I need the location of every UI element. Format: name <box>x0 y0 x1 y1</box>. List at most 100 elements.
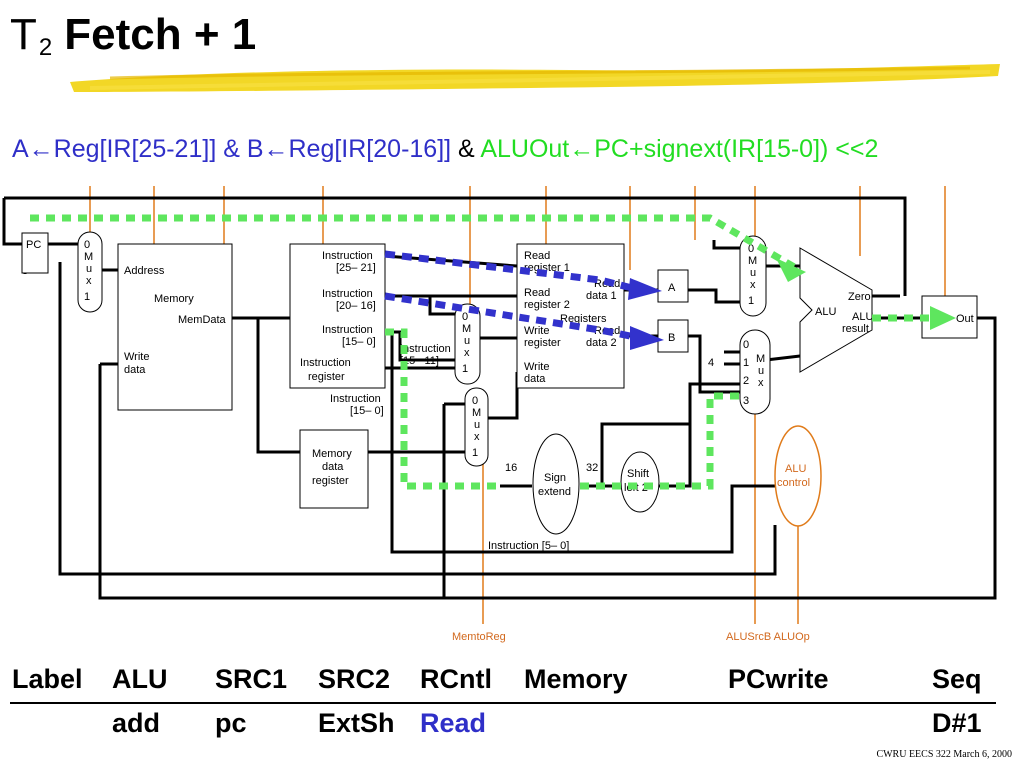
mux-label: u <box>86 263 92 275</box>
mux-label: 0 <box>472 395 478 407</box>
ir-name-label: Instruction <box>300 357 351 369</box>
memtoreg-control-label: MemtoReg <box>452 631 506 643</box>
mux-alusrcb: 0 1 2 3 M u x 4 <box>708 329 771 415</box>
alu-result-label: ALU <box>852 311 873 323</box>
mdr-label: data <box>322 461 344 473</box>
shift-left-unit: Shift left 2 <box>620 451 660 513</box>
memory-name-label: Memory <box>154 293 194 305</box>
active-path-blue <box>384 250 641 342</box>
bit-width-label: 32 <box>586 462 598 474</box>
mux-label: x <box>86 275 92 287</box>
regfile-port-label: Write <box>524 361 549 373</box>
cell-src2: ExtSh <box>318 708 395 738</box>
instr-15-0-label: Instruction <box>330 393 381 405</box>
mdr-label: Memory <box>312 448 352 460</box>
mux-input-label: 3 <box>743 395 749 407</box>
regfile-port-label: Write <box>524 325 549 337</box>
register-a: A <box>657 269 689 303</box>
mux-label: u <box>750 267 756 279</box>
ir-field-range: [25– 21] <box>336 262 376 274</box>
instr-15-11-label: Instruction <box>400 343 451 355</box>
alu-label: ALU <box>815 306 836 318</box>
memory-data-label: data <box>124 364 146 376</box>
register-b: B <box>657 319 689 353</box>
mux-label: x <box>758 377 764 389</box>
mux-label: M <box>462 323 471 335</box>
alu: ALU Zero ALU result <box>799 247 873 373</box>
mux-input-label: 2 <box>743 375 749 387</box>
memory-block: Address Memory MemData Write data <box>117 243 233 411</box>
title-subscript: 2 <box>38 34 53 61</box>
mux-input-label: 0 <box>743 339 749 351</box>
bit-width-label: 16 <box>505 462 517 474</box>
alu-result-label: result <box>842 323 869 335</box>
alu-control-unit: ALU control <box>774 425 822 527</box>
register-b-label: B <box>668 332 675 344</box>
mux-label: 1 <box>84 291 90 303</box>
sign-extend-label: extend <box>538 486 571 498</box>
instr-5-0-label: Instruction [5– 0] <box>488 540 569 552</box>
mux-label: 0 <box>748 243 754 255</box>
alusrcb-aluop-control-label: ALUSrcB ALUOp <box>726 631 810 643</box>
ir-field-label: Instruction <box>322 324 373 336</box>
col-header-src2: SRC2 <box>318 664 391 694</box>
ir-field-label: Instruction <box>322 288 373 300</box>
slide-footer: CWRU EECS 322 March 6, 2000 <box>876 749 1012 760</box>
mux-label: x <box>750 279 756 291</box>
mux-input-label: 1 <box>743 357 749 369</box>
mdr-label: register <box>312 475 349 487</box>
multicycle-datapath-diagram: PC 0 M u x 1 Address Memory MemData Writ… <box>2 186 997 643</box>
regfile-name-label: Registers <box>560 313 607 325</box>
datapath-wires <box>2 196 997 600</box>
mux-label: 1 <box>748 295 754 307</box>
instruction-register: Instruction [25– 21] Instruction [20– 16… <box>289 243 386 389</box>
mux-label: 1 <box>472 447 478 459</box>
regfile-port-label: register 2 <box>524 299 570 311</box>
alu-control-label: ALU <box>785 463 806 475</box>
memory-memdata-label: MemData <box>178 314 227 326</box>
subtitle-register-transfer: A←Reg[IR[25-21]] & B←Reg[IR[20-16]] <box>12 135 452 163</box>
table-header-rule <box>10 702 996 704</box>
regfile-port-label: Read <box>524 287 550 299</box>
cell-rcntl: Read <box>420 708 487 738</box>
title-underline-brush <box>70 64 1000 92</box>
col-header-src1: SRC1 <box>215 664 288 694</box>
ir-field-label: Instruction <box>322 250 373 262</box>
col-header-memory: Memory <box>524 664 628 694</box>
memory-data-register: Memory data register <box>299 429 369 509</box>
pc-register: PC <box>21 232 49 274</box>
register-file: Read register 1 Read register 2 Register… <box>516 243 625 389</box>
memory-address-label: Address <box>124 265 165 277</box>
regfile-port-label: data 1 <box>586 290 617 302</box>
instr-15-11-range: [15– 11] <box>400 355 439 367</box>
mux-regdst: 0 M u x 1 <box>454 303 481 385</box>
col-header-alu: ALU <box>112 664 168 694</box>
col-header-seq: Seq <box>932 664 982 694</box>
mux-label: x <box>464 347 470 359</box>
mux-label: 0 <box>84 239 90 251</box>
mux-alusrca: 0 M u x 1 <box>739 235 767 317</box>
mux-label: M <box>84 251 93 263</box>
mux-label: u <box>758 365 764 377</box>
regfile-port-label: register <box>524 337 561 349</box>
aluout-label: Out <box>956 313 974 325</box>
col-header-pcwrite: PCwrite <box>728 664 829 694</box>
title-fetch: Fetch + 1 <box>64 10 257 59</box>
mux-pc-select: 0 M u x 1 <box>77 231 103 313</box>
active-path-green-arrows <box>776 258 956 330</box>
subtitle-separator: & <box>458 135 475 163</box>
mux-label: u <box>464 335 470 347</box>
regfile-port-label: data <box>524 373 546 385</box>
sign-extend-label: Sign <box>544 472 566 484</box>
slide-subtitle: A←Reg[IR[25-21]] & B←Reg[IR[20-16]] & AL… <box>12 135 878 164</box>
mux-label: x <box>474 431 480 443</box>
alu-zero-label: Zero <box>848 291 871 303</box>
cell-seq: D#1 <box>932 708 982 738</box>
mux-label: 0 <box>462 311 468 323</box>
alu-control-label: control <box>777 477 810 489</box>
mux-label: M <box>756 353 765 365</box>
constant-four-label: 4 <box>708 357 714 369</box>
col-header-label: Label <box>12 664 83 694</box>
active-path-blue-arrows <box>628 278 664 350</box>
shift-left-label: Shift <box>627 468 649 480</box>
